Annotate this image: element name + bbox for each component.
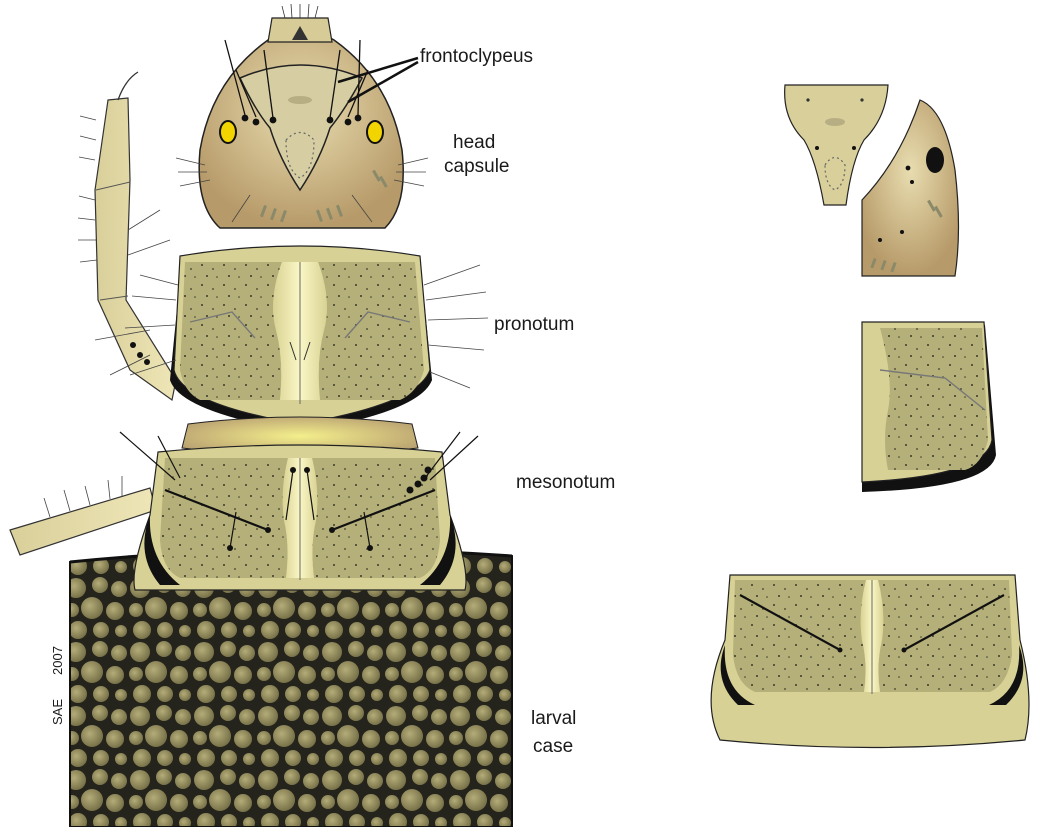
- right-eye: [367, 121, 383, 143]
- signature: SAE 2007: [50, 646, 65, 725]
- frontoclypeus-label: frontoclypeus: [420, 46, 533, 67]
- foreleg: [78, 72, 176, 400]
- left-eye: [220, 121, 236, 143]
- pronotum-sclerite: [125, 246, 488, 432]
- larval-case-label-line2: case: [533, 736, 573, 757]
- pronotum-label: pronotum: [494, 314, 574, 335]
- head-capsule: [176, 4, 428, 228]
- detail-head-side: [862, 100, 959, 276]
- larval-case: [70, 549, 512, 827]
- signature-year: 2007: [50, 646, 65, 675]
- larval-case-label-line1: larval: [531, 708, 576, 729]
- mesonotum-sclerite: [120, 432, 478, 590]
- detail-frontoclypeus: [785, 85, 888, 205]
- detail-pronotum-half: [862, 322, 996, 492]
- detail-mesonotum: [711, 575, 1029, 748]
- head-capsule-label-line2: capsule: [444, 156, 510, 177]
- signature-initials: SAE: [50, 699, 65, 725]
- head-capsule-label-line1: head: [453, 132, 495, 153]
- mesonotum-label: mesonotum: [516, 472, 615, 493]
- midleg: [10, 476, 156, 555]
